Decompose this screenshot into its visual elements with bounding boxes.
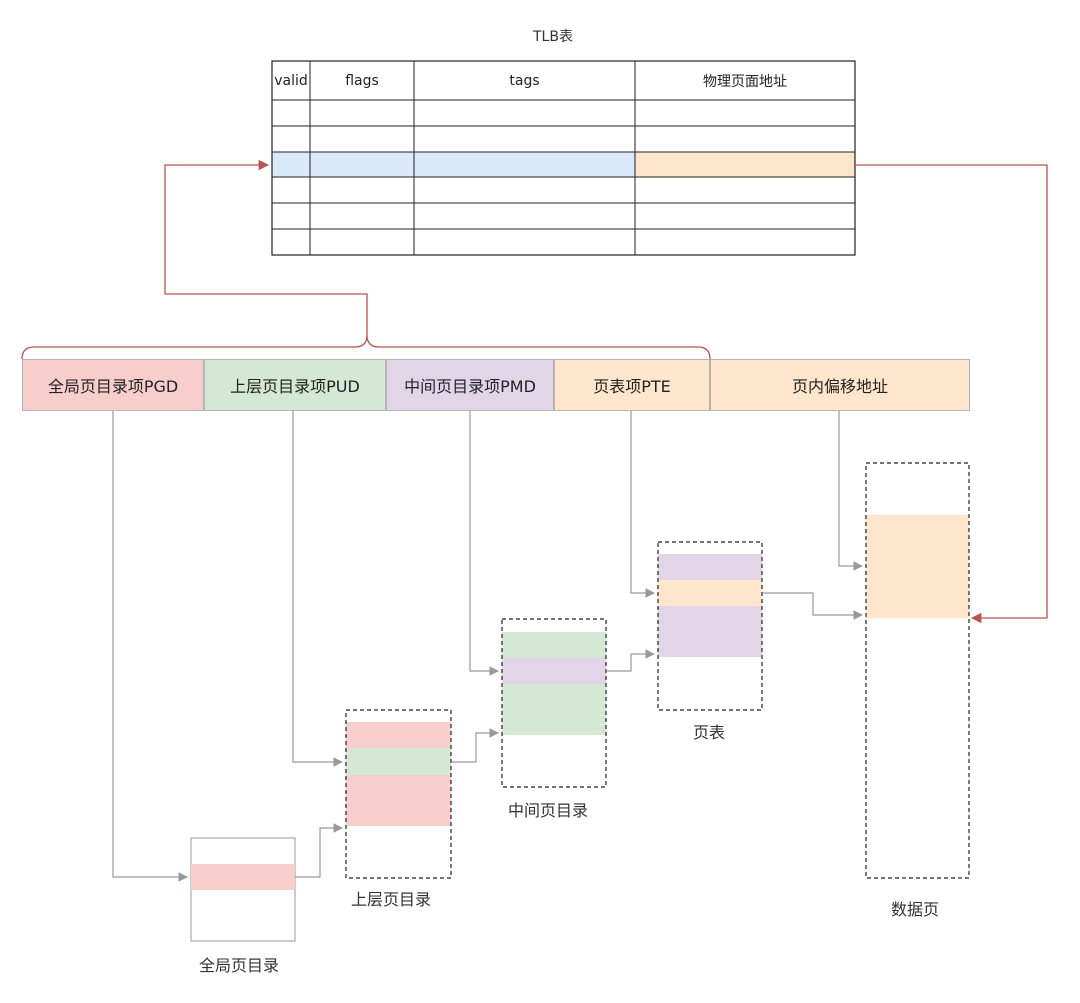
pte-index-arrow bbox=[630, 411, 655, 598]
pud-entry bbox=[346, 748, 451, 775]
address-brace bbox=[21, 334, 711, 360]
pgd-caption: 全局页目录 bbox=[199, 956, 280, 975]
segment-pgd: 全局页目录项PGD bbox=[22, 359, 204, 411]
tlb-hit-arrow bbox=[855, 164, 1048, 624]
tlb-title: TLB表 bbox=[533, 29, 573, 45]
tlb-lookup-arrow bbox=[164, 159, 368, 335]
data-page-caption: 数据页 bbox=[891, 900, 940, 919]
pud-caption: 上层页目录 bbox=[351, 890, 432, 909]
pgd-to-pud-arrow bbox=[295, 823, 343, 878]
tlb-col-flags: flags bbox=[345, 72, 379, 89]
pgd-index-arrow bbox=[112, 411, 188, 882]
tlb-table-border bbox=[271, 60, 856, 256]
offset-arrow bbox=[838, 411, 863, 571]
pud-to-pmd-arrow bbox=[451, 728, 499, 763]
pmd-table bbox=[501, 618, 607, 788]
tlb-grid bbox=[272, 61, 855, 255]
segment-offset: 页内偏移地址 bbox=[710, 359, 970, 411]
segment-pud: 上层页目录项PUD bbox=[204, 359, 386, 411]
segment-pte: 页表项PTE bbox=[554, 359, 710, 411]
tlb-col-valid: valid bbox=[274, 72, 308, 89]
pud-table bbox=[345, 709, 452, 879]
pmd-caption: 中间页目录 bbox=[508, 801, 589, 820]
pgd-table bbox=[190, 837, 296, 942]
pte-entry bbox=[658, 580, 762, 606]
tlb-col-physical-address: 物理页面地址 bbox=[703, 73, 787, 90]
tlb-highlight-address-cell bbox=[634, 151, 856, 178]
data-page-region bbox=[866, 515, 969, 618]
pgd-entry bbox=[191, 864, 295, 890]
pte-caption: 页表 bbox=[693, 723, 726, 742]
pmd-entry bbox=[502, 658, 606, 684]
pmd-to-pte-arrow bbox=[606, 649, 655, 672]
tlb-highlight-row bbox=[271, 151, 636, 178]
pud-index-arrow bbox=[292, 411, 343, 767]
pmd-index-arrow bbox=[469, 411, 499, 676]
pte-table bbox=[657, 541, 763, 711]
segment-pmd: 中间页目录项PMD bbox=[386, 359, 554, 411]
tlb-table bbox=[271, 60, 856, 256]
pte-to-page-arrow bbox=[762, 592, 863, 620]
data-page bbox=[865, 462, 970, 879]
tlb-col-tags: tags bbox=[509, 72, 540, 89]
index-arrows bbox=[112, 411, 863, 882]
